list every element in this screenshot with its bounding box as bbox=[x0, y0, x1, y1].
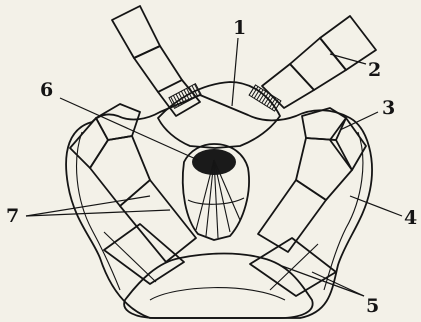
label-2: 2 bbox=[368, 59, 381, 81]
label-7: 7 bbox=[6, 205, 19, 227]
right-antenna bbox=[249, 16, 376, 111]
left-antenna bbox=[112, 6, 201, 116]
outer-frame bbox=[66, 95, 372, 318]
label-3: 3 bbox=[382, 97, 395, 119]
label-6: 6 bbox=[40, 79, 53, 101]
oral-cone bbox=[183, 144, 249, 240]
label-5: 5 bbox=[366, 295, 379, 317]
label-1: 1 bbox=[233, 17, 246, 39]
label-4: 4 bbox=[404, 207, 417, 229]
lower-plate bbox=[124, 254, 312, 319]
